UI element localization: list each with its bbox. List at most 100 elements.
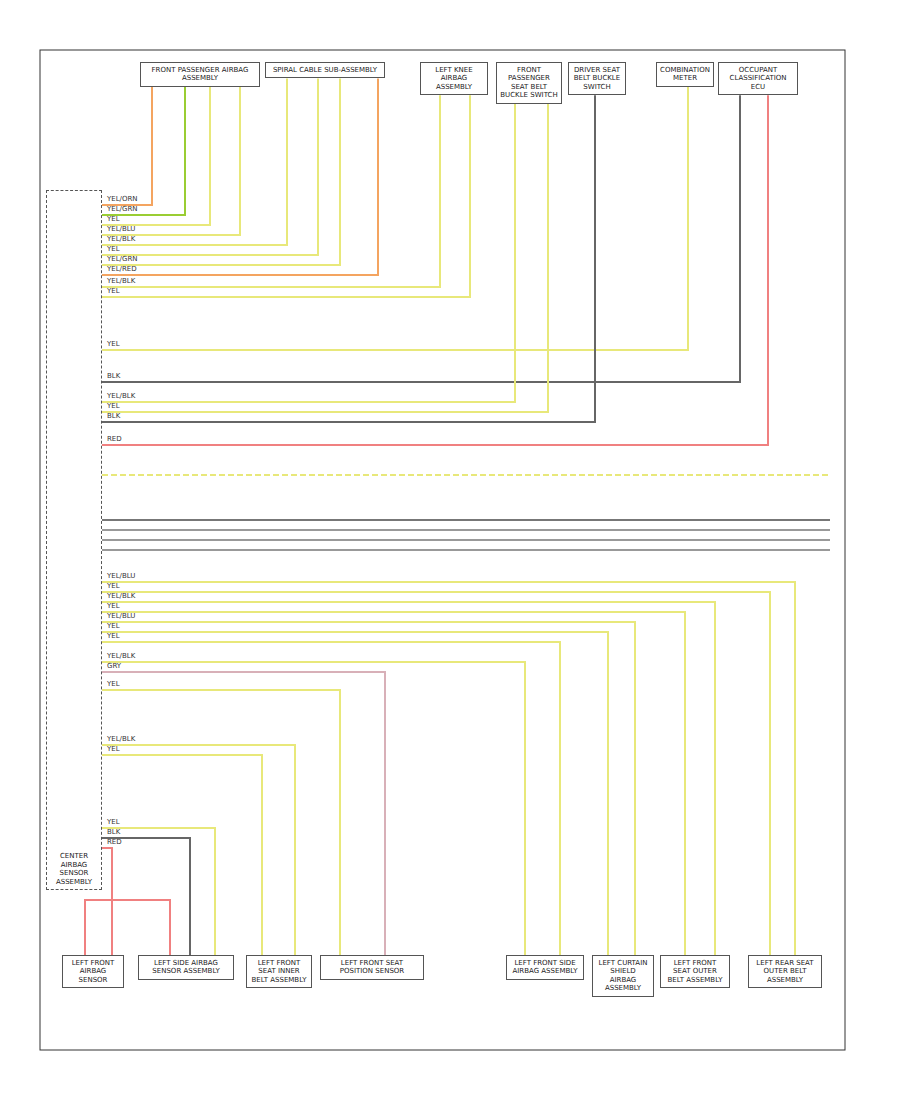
component-box: LEFT FRONT AIRBAG SENSOR [62, 955, 124, 988]
component-box: LEFT FRONT SEAT INNER BELT ASSEMBLY [246, 955, 312, 988]
component-box: LEFT SIDE AIRBAG SENSOR ASSEMBLY [138, 955, 234, 980]
wire [102, 87, 688, 350]
component-box: LEFT FRONT SEAT OUTER BELT ASSEMBLY [660, 955, 730, 988]
wire-color-code: YEL [106, 819, 121, 826]
component-box: OCCUPANT CLASSIFICATION ECU [718, 62, 798, 95]
wire-color-code: YEL/BLK [106, 736, 136, 743]
wire [102, 612, 685, 955]
component-name: LEFT KNEE AIRBAG ASSEMBLY [424, 66, 484, 91]
wire [102, 104, 548, 412]
wire-color-code: YEL/ORN [106, 196, 139, 203]
continuation-wire [102, 539, 830, 541]
wire [102, 87, 185, 215]
wire-color-code: YEL [106, 746, 121, 753]
wire-color-code: YEL/BLK [106, 653, 136, 660]
wire-color-code: YEL/BLU [106, 613, 136, 620]
component-box: LEFT FRONT SIDE AIRBAG ASSEMBLY [506, 955, 584, 980]
wire-color-code: BLK [106, 413, 121, 420]
wire-color-code: YEL [106, 681, 121, 688]
wire [102, 78, 340, 265]
wire [102, 78, 318, 255]
wire [102, 78, 378, 275]
component-name: LEFT FRONT SEAT INNER BELT ASSEMBLY [250, 959, 308, 984]
wire [102, 95, 740, 382]
wire-color-code: BLK [106, 373, 121, 380]
component-name: LEFT REAR SEAT OUTER BELT ASSEMBLY [752, 959, 818, 984]
component-name: FRONT PASSENGER SEAT BELT BUCKLE SWITCH [500, 66, 558, 100]
wire-color-code: YEL/BLK [106, 236, 136, 243]
wire-color-code: YEL/BLK [106, 393, 136, 400]
wire [102, 582, 795, 955]
component-name: LEFT FRONT SEAT POSITION SENSOR [324, 959, 420, 976]
wire-color-code: YEL [106, 288, 121, 295]
wire [102, 592, 770, 955]
wire-color-code: BLK [106, 829, 121, 836]
wire [102, 104, 515, 402]
component-name: LEFT CURTAIN SHIELD AIRBAG ASSEMBLY [596, 959, 650, 993]
component-name: OCCUPANT CLASSIFICATION ECU [722, 66, 794, 91]
control-module-connector: CENTER AIRBAG SENSOR ASSEMBLY [46, 190, 102, 890]
wire [102, 838, 190, 955]
component-box: LEFT CURTAIN SHIELD AIRBAG ASSEMBLY [592, 955, 654, 997]
wire-color-code: YEL/BLU [106, 573, 136, 580]
wire [102, 602, 715, 955]
wire-color-code: YEL/GRN [106, 206, 138, 213]
component-name: LEFT SIDE AIRBAG SENSOR ASSEMBLY [142, 959, 230, 976]
wire [102, 87, 210, 225]
component-name: LEFT FRONT SIDE AIRBAG ASSEMBLY [510, 959, 580, 976]
component-box: LEFT REAR SEAT OUTER BELT ASSEMBLY [748, 955, 822, 988]
wire-color-code: YEL/BLU [106, 226, 136, 233]
component-name: LEFT FRONT SEAT OUTER BELT ASSEMBLY [664, 959, 726, 984]
wire [102, 690, 340, 955]
component-name: SPIRAL CABLE SUB-ASSEMBLY [269, 66, 381, 74]
wire [102, 828, 215, 955]
wire-color-code: YEL [106, 633, 121, 640]
wire [102, 848, 112, 955]
wire [102, 95, 440, 287]
wire [102, 745, 295, 955]
wire-color-code: YEL/GRN [106, 256, 138, 263]
wire-group [85, 78, 795, 955]
wire [102, 622, 635, 955]
wire [102, 87, 152, 205]
wire-color-code: YEL [106, 403, 121, 410]
wire-color-code: YEL/RED [106, 266, 138, 273]
wire-color-code: YEL [106, 583, 121, 590]
component-box: FRONT PASSENGER SEAT BELT BUCKLE SWITCH [496, 62, 562, 104]
continuation-wire [102, 474, 830, 476]
component-name: CENTER AIRBAG SENSOR ASSEMBLY [50, 852, 98, 886]
wire-color-code: YEL/BLK [106, 593, 136, 600]
wire-color-code: RED [106, 436, 123, 443]
wire [102, 632, 608, 955]
wire-color-code: GRY [106, 663, 122, 670]
component-box: FRONT PASSENGER AIRBAG ASSEMBLY [140, 62, 260, 87]
wire [102, 95, 768, 445]
component-box: DRIVER SEAT BELT BUCKLE SWITCH [568, 62, 626, 95]
wire [102, 95, 470, 297]
wire [102, 78, 287, 245]
component-name: FRONT PASSENGER AIRBAG ASSEMBLY [144, 66, 256, 83]
wire-color-code: YEL [106, 341, 121, 348]
component-name: LEFT FRONT AIRBAG SENSOR [66, 959, 120, 984]
wire [102, 95, 595, 422]
component-name: COMBINATION METER [660, 66, 710, 83]
wire-color-code: YEL [106, 246, 121, 253]
wire [85, 900, 170, 955]
continuation-wire [102, 549, 830, 551]
wire-color-code: YEL/BLK [106, 278, 136, 285]
continuation-wires [102, 475, 830, 550]
component-name: DRIVER SEAT BELT BUCKLE SWITCH [572, 66, 622, 91]
wire [102, 755, 262, 955]
wire-color-code: YEL [106, 623, 121, 630]
wire-color-code: YEL [106, 216, 121, 223]
component-box: SPIRAL CABLE SUB-ASSEMBLY [265, 62, 385, 78]
page-border [40, 50, 845, 1050]
continuation-wire [102, 519, 830, 521]
component-box: COMBINATION METER [656, 62, 714, 87]
wire [102, 662, 525, 955]
component-box: LEFT KNEE AIRBAG ASSEMBLY [420, 62, 488, 95]
wire [102, 672, 385, 955]
component-box: LEFT FRONT SEAT POSITION SENSOR [320, 955, 424, 980]
